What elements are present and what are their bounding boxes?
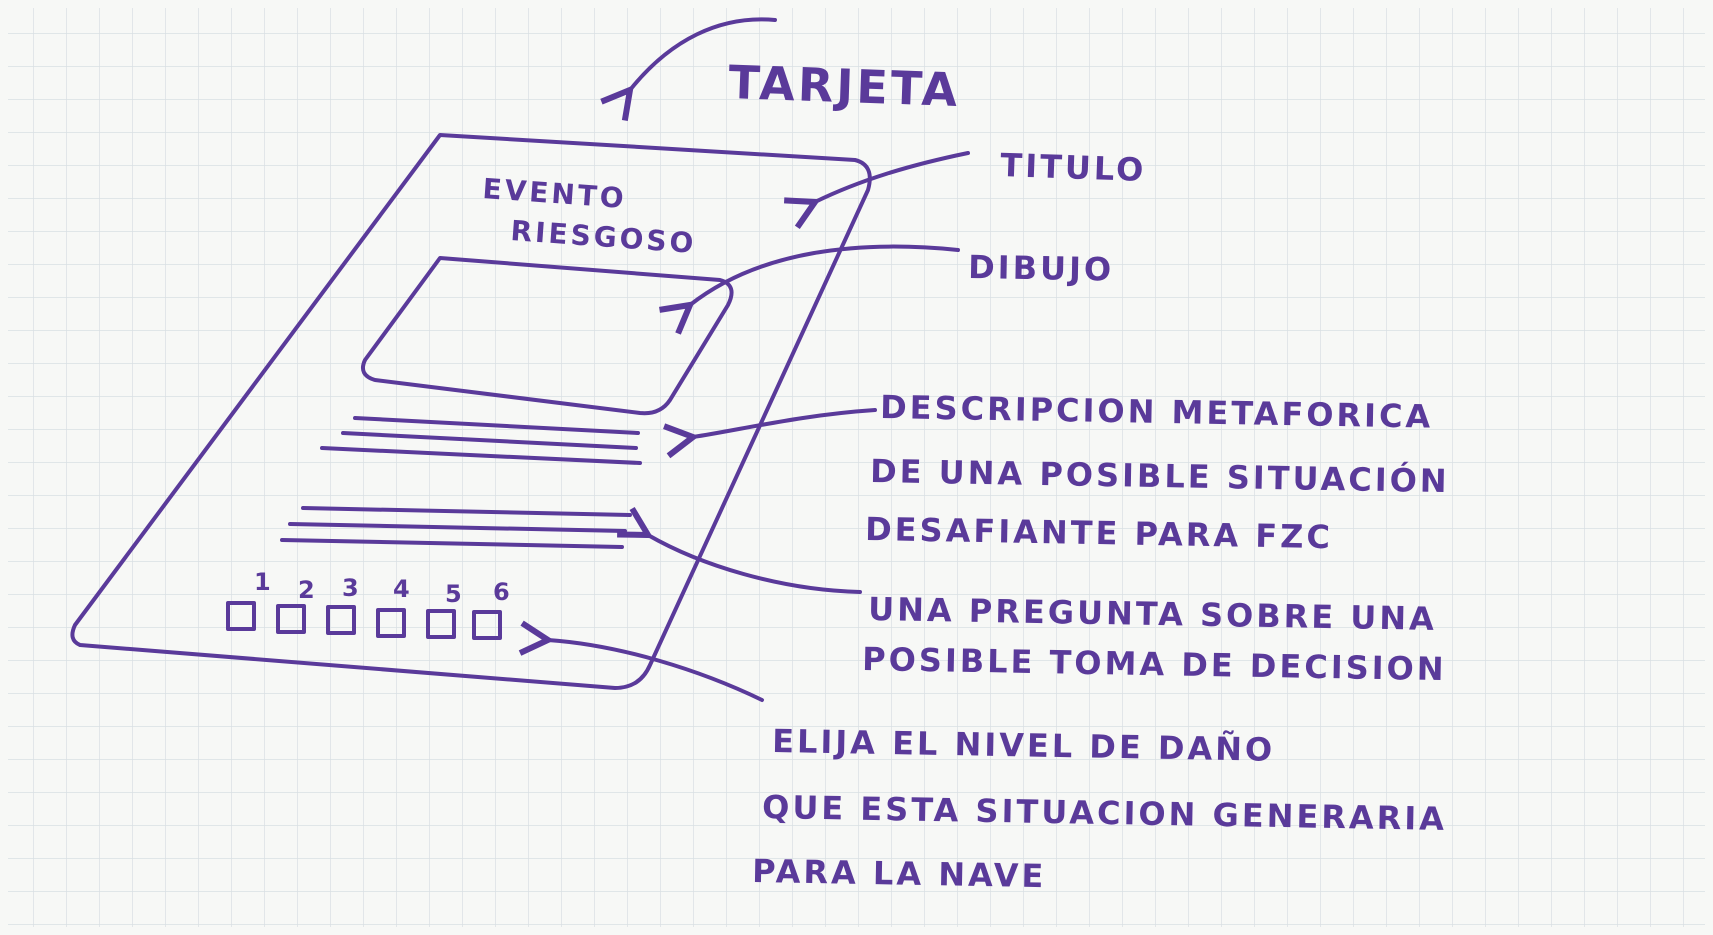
question-line (301, 506, 632, 517)
annotation-nivel-line-1: ELIJA EL NIVEL DE DAÑO (772, 722, 1276, 769)
damage-level-number-4: 4 (393, 575, 413, 603)
descripcion-arrow (693, 408, 877, 437)
damage-level-box-2 (276, 604, 306, 634)
annotation-nivel-line-3: PARA LA NAVE (752, 852, 1047, 895)
nivel-arrow (548, 640, 764, 702)
damage-level-number-3: 3 (342, 574, 362, 602)
damage-level-box-6 (472, 610, 502, 640)
titulo-arrow (815, 151, 970, 202)
damage-level-box-3 (326, 605, 356, 635)
heading-tarjeta: TARJETA (728, 55, 962, 117)
damage-level-number-2: 2 (298, 576, 318, 604)
question-line (280, 538, 624, 549)
description-line (353, 416, 640, 435)
damage-level-box-1 (226, 601, 256, 631)
card-outline (70, 133, 872, 690)
description-line (341, 431, 638, 450)
dibujo-arrow (690, 244, 960, 305)
heading-arrow (630, 17, 777, 90)
damage-level-number-1: 1 (254, 568, 274, 596)
damage-level-number-5: 5 (445, 580, 465, 608)
damage-level-box-4 (376, 608, 406, 638)
card-drawing-area (361, 256, 734, 416)
damage-level-number-6: 6 (493, 578, 513, 606)
annotation-dibujo: DIBUJO (968, 248, 1115, 289)
damage-level-box-5 (426, 609, 456, 639)
annotation-descripcion-line-3: DESAFIANTE PARA FZC (865, 510, 1333, 556)
pregunta-arrow (648, 535, 862, 594)
description-line (320, 446, 642, 465)
annotation-titulo: TITULO (1000, 146, 1147, 189)
question-line (288, 522, 627, 533)
